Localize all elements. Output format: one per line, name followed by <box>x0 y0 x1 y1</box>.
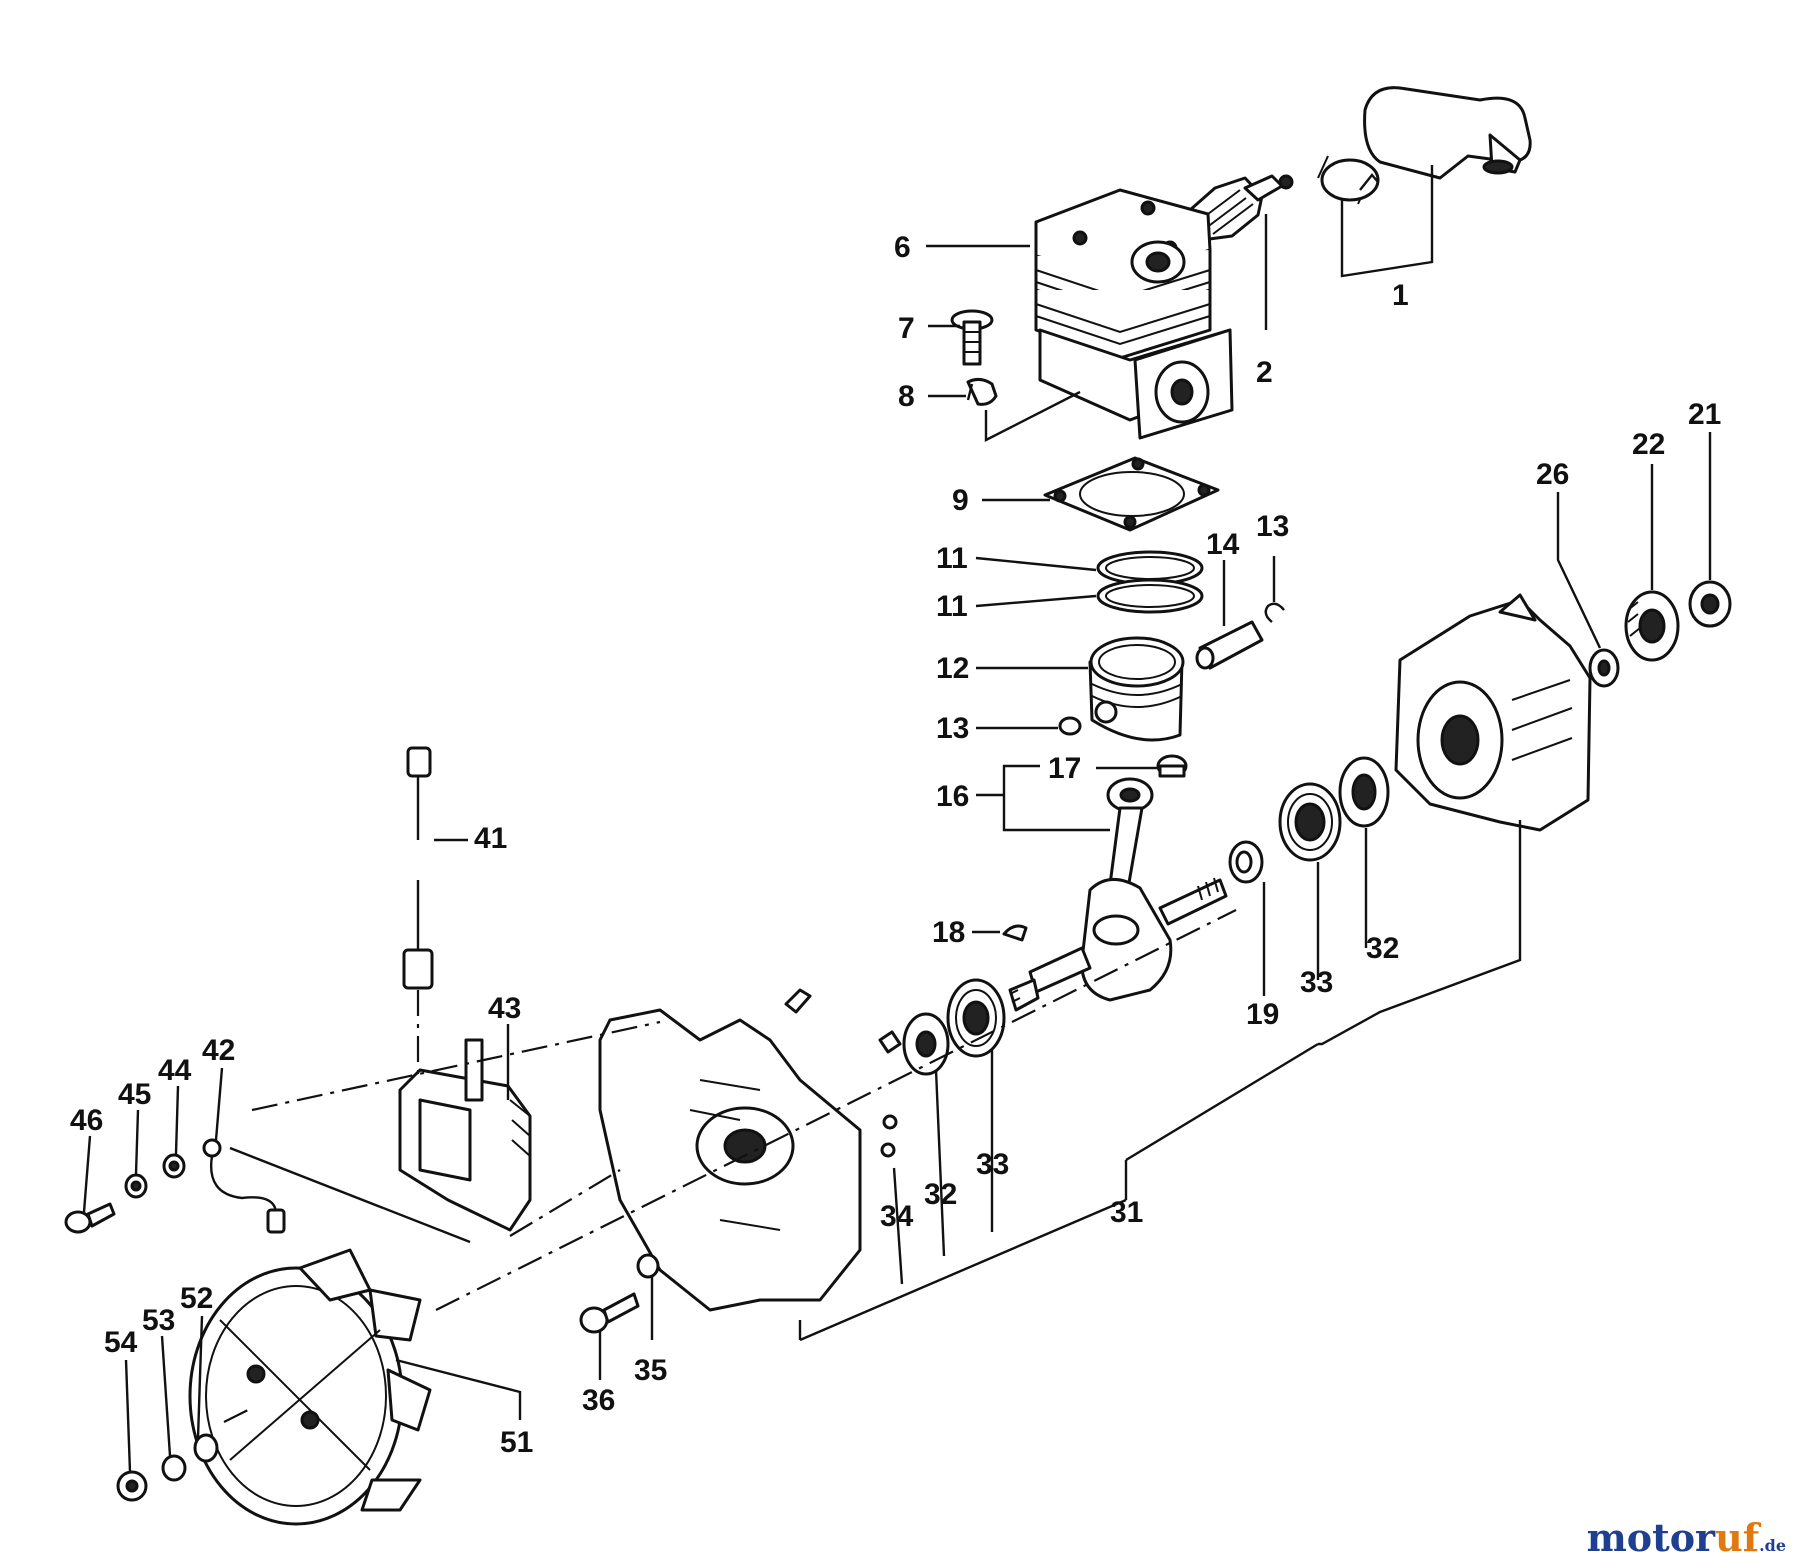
piston <box>1088 636 1185 742</box>
piston-rings <box>1096 550 1204 614</box>
ignition-lead <box>402 746 434 990</box>
label-11-upper: 11 <box>936 542 968 575</box>
label-14: 14 <box>1206 528 1240 561</box>
label-43: 43 <box>488 992 521 1025</box>
label-32-left: 32 <box>924 1178 957 1211</box>
label-51: 51 <box>500 1426 533 1459</box>
ball-bearing-left <box>946 978 1006 1058</box>
lock-clip <box>966 377 998 406</box>
part-number-labels: 1 2 6 7 8 9 11 11 12 13 13 14 16 17 18 1… <box>70 231 1721 1459</box>
flange-22 <box>1624 590 1680 662</box>
label-22: 22 <box>1632 428 1665 461</box>
watermark-logo: motoruf.de <box>1587 1515 1786 1560</box>
washer-53 <box>161 1454 187 1482</box>
ball-bearing-right <box>1278 782 1342 862</box>
label-13-lower: 13 <box>936 712 969 745</box>
crankcase-right <box>1394 593 1592 832</box>
label-35: 35 <box>634 1354 667 1387</box>
dowel-pins <box>784 988 902 1158</box>
spark-plug-spring <box>1317 155 1380 205</box>
label-31: 31 <box>1110 1196 1143 1229</box>
washer-35 <box>636 1253 660 1279</box>
circlip-lower <box>1058 716 1082 736</box>
label-12: 12 <box>936 652 969 685</box>
nut-54 <box>116 1470 148 1502</box>
label-8: 8 <box>898 380 915 413</box>
spark-plug-cap <box>1363 86 1532 180</box>
label-18: 18 <box>932 916 965 949</box>
label-42: 42 <box>202 1034 235 1067</box>
label-2: 2 <box>1256 356 1273 389</box>
cylinder-screw <box>950 309 994 366</box>
ground-lead <box>202 1138 286 1234</box>
label-53: 53 <box>142 1304 175 1337</box>
seal-left <box>902 1012 950 1076</box>
label-34: 34 <box>880 1200 914 1233</box>
crankcase-left <box>598 1008 862 1312</box>
label-1: 1 <box>1392 279 1409 312</box>
woodruff-key <box>1002 924 1028 942</box>
nut-21 <box>1688 580 1732 628</box>
seal-right <box>1338 756 1390 828</box>
screw-46 <box>64 1202 116 1234</box>
label-52: 52 <box>180 1282 213 1315</box>
label-16: 16 <box>936 780 969 813</box>
piston-pin <box>1195 620 1264 670</box>
label-54: 54 <box>104 1326 138 1359</box>
circlip-upper <box>1264 602 1285 623</box>
needle-bearing <box>1156 754 1188 778</box>
label-26: 26 <box>1536 458 1569 491</box>
label-7: 7 <box>898 312 915 345</box>
watermark-prefix: motor <box>1586 1515 1716 1560</box>
watermark-tld: .de <box>1759 1536 1786 1555</box>
label-33-right: 33 <box>1300 966 1333 999</box>
oil-seal <box>1228 840 1264 884</box>
label-9: 9 <box>952 484 969 517</box>
label-45: 45 <box>118 1078 151 1111</box>
washer-45 <box>124 1173 148 1199</box>
crankshaft <box>1008 877 1228 1012</box>
label-6: 6 <box>894 231 911 264</box>
assembly-axis-lines <box>223 909 1237 1423</box>
label-21: 21 <box>1688 398 1721 431</box>
label-41: 41 <box>474 822 507 855</box>
leader-lines <box>82 165 1712 1473</box>
washer-52 <box>193 1433 219 1463</box>
ignition-coil <box>398 1038 532 1232</box>
label-44: 44 <box>158 1054 192 1087</box>
washer-44 <box>162 1153 186 1179</box>
cylinder-gasket <box>1043 456 1220 532</box>
label-32-right: 32 <box>1366 932 1399 965</box>
washer-26 <box>1588 648 1620 688</box>
label-13-upper: 13 <box>1256 510 1289 543</box>
label-36: 36 <box>582 1384 615 1417</box>
label-17: 17 <box>1048 752 1081 785</box>
label-33-left: 33 <box>976 1148 1009 1181</box>
label-11-lower: 11 <box>936 590 968 623</box>
flywheel <box>188 1248 432 1526</box>
watermark-accent: uf <box>1715 1515 1760 1560</box>
label-46: 46 <box>70 1104 103 1137</box>
screw-36 <box>579 1292 640 1334</box>
cylinder <box>1034 188 1234 440</box>
label-19: 19 <box>1246 998 1279 1031</box>
